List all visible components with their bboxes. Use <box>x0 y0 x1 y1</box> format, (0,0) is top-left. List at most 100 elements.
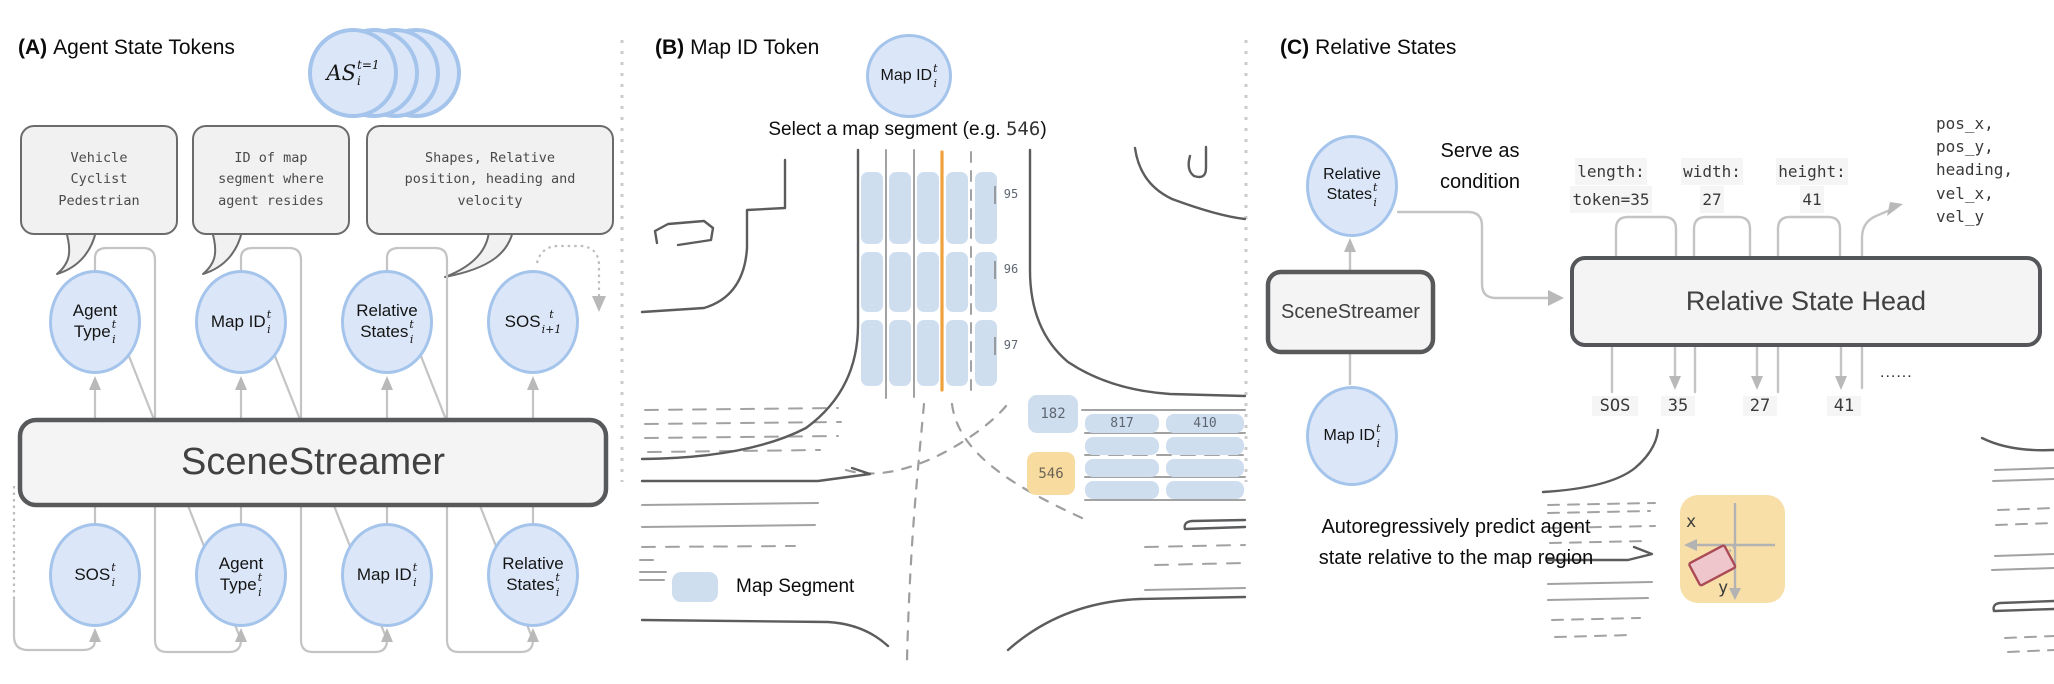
note-line: Serve as <box>1440 140 1520 162</box>
segment-id: 96 <box>1003 262 1019 276</box>
bubble-line: position, heading and <box>404 171 576 188</box>
bubble-agent-type: Vehicle Cyclist Pedestrian <box>20 125 178 235</box>
panel-divider-lines <box>620 40 1248 482</box>
bubble-line: segment where <box>218 171 324 188</box>
head-text: Relative State Head <box>1685 286 1927 316</box>
relative-state-head-label: Relative State Head <box>1572 258 2040 345</box>
token-sub: i <box>933 77 938 90</box>
note-line: Autoregressively predict agent <box>1321 516 1591 538</box>
axis-x-label: x <box>1686 512 1696 532</box>
agent-box <box>1688 544 1737 587</box>
scenestreamer-label-c: SceneStreamer <box>1268 272 1433 352</box>
bubble-map-id: ID of map segment where agent resides <box>192 125 350 235</box>
token-sup: t <box>111 561 116 574</box>
token-line2: States <box>506 575 555 594</box>
local-frame-axis-arrowheads <box>1684 539 1741 600</box>
segment-label-546: 546 <box>1027 452 1075 495</box>
axis-label-text: x <box>1686 512 1697 532</box>
token-sub: i <box>258 585 262 599</box>
local-frame-axes <box>1692 503 1775 590</box>
token-line2: Map ID <box>210 312 266 332</box>
segment-id: 817 <box>1110 416 1134 431</box>
map-b-east-segment-bars <box>1085 414 1244 499</box>
bubble-relative-states: Shapes, Relative position, heading and v… <box>366 125 614 235</box>
panel-c-title: (C)Relative States <box>1280 36 1456 60</box>
token-line2: SOS <box>74 565 111 585</box>
annotation-height: height: 41 <box>1766 158 1858 214</box>
map-segment-182-box <box>1028 395 1078 433</box>
output-field: pos_y, <box>1936 137 1994 157</box>
emitted-token-27: 27 <box>1743 396 1777 416</box>
stacked-agent-state-circles <box>308 28 461 118</box>
map-c-road-boundaries <box>1541 428 2054 613</box>
map-c-light-lines <box>1547 467 2054 653</box>
segment-id: 410 <box>1193 416 1217 431</box>
annotation-value: 41 <box>1800 186 1824 214</box>
emitted-token-text: 41 <box>1833 396 1855 416</box>
dots-text: ...... <box>1880 364 1913 381</box>
token-sup: t <box>409 317 414 331</box>
token-sup: t <box>555 570 560 584</box>
token-line2: States <box>360 322 409 341</box>
segment-id: 546 <box>1038 465 1064 482</box>
token-sub: i <box>413 576 417 589</box>
segment-label-95: 95 <box>998 186 1024 202</box>
output-field: pos_x, <box>1936 114 1994 133</box>
token-sub: i <box>267 323 271 336</box>
output-field: vel_x, <box>1936 183 1994 203</box>
scenestreamer-box-c <box>1265 269 1436 355</box>
legend-label: Map Segment <box>736 576 854 598</box>
scenestreamer-text: SceneStreamer <box>1281 300 1420 323</box>
map-segment-546-box <box>1027 452 1075 495</box>
segment-label-817: 817 <box>1085 414 1159 433</box>
segment-id: 95 <box>1003 187 1019 201</box>
relative-state-head-box <box>1570 256 2042 347</box>
emitted-token-41: 41 <box>1827 396 1861 416</box>
token-sup: t <box>1372 180 1378 194</box>
speech-bubble-tails <box>56 230 514 278</box>
segment-id: 97 <box>1003 338 1019 352</box>
token-sup: t <box>257 570 263 584</box>
panel-a-title-prefix: (A) <box>18 36 48 59</box>
token-sup: t <box>266 308 272 321</box>
scenestreamer-text: SceneStreamer <box>180 441 445 483</box>
panel-c-connectors <box>1348 208 1892 394</box>
stack-token-base: AS <box>326 61 357 85</box>
annotation-value: 27 <box>1700 186 1724 214</box>
emitted-token-35: 35 <box>1661 396 1695 416</box>
panel-a-arrowheads <box>89 296 606 642</box>
caption-after: ) <box>1040 119 1047 140</box>
panel-b-title: (B)Map ID Token <box>655 36 819 60</box>
panel-a-title: (A)Agent State Tokens <box>18 36 235 60</box>
token-line2: SOS <box>504 312 541 332</box>
segment-label-97: 97 <box>998 337 1024 353</box>
emitted-token-text: 27 <box>1749 396 1771 416</box>
token-line2: States <box>1326 186 1372 203</box>
serve-as-condition-note: Serve as condition <box>1418 136 1542 198</box>
token-sub: i <box>112 332 116 346</box>
scenestreamer-box-a <box>17 417 609 508</box>
token-line1: Relative <box>1323 166 1381 184</box>
panel-a-dotted-connectors <box>12 244 601 600</box>
stack-token-sup: t=1 <box>357 58 380 72</box>
output-field: heading, <box>1936 160 2014 180</box>
token-sub: i <box>1376 437 1381 450</box>
annotation-length: length: token=35 <box>1556 158 1666 214</box>
axis-y-label: y <box>1718 578 1728 598</box>
token-line2: Type <box>73 322 111 341</box>
axis-label-text: y <box>1718 578 1729 598</box>
token-sup: t <box>933 62 938 75</box>
token-sub: i <box>111 576 116 589</box>
annotation-key: width: <box>1681 158 1743 186</box>
bubble-line: Cyclist <box>70 171 128 188</box>
annotation-key: length: <box>1575 158 1647 186</box>
token-line2: Map ID <box>1323 427 1376 445</box>
note-line: state relative to the map region <box>1318 547 1594 569</box>
